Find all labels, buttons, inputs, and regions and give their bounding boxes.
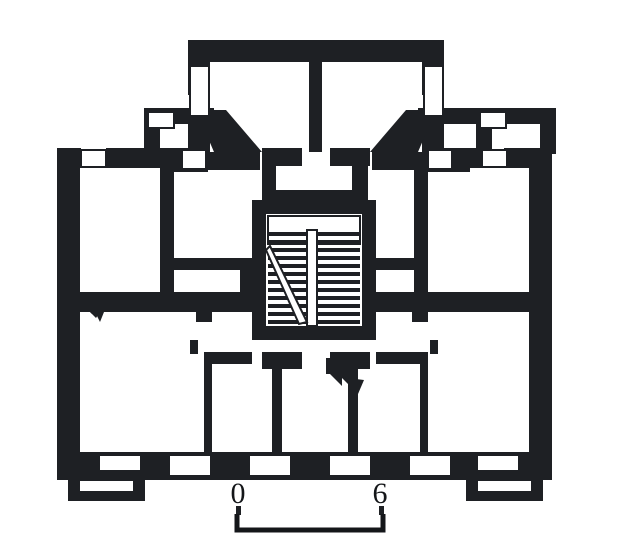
wall-lower-right-vertical [420,352,428,454]
wall-lower-left-vertical [204,352,212,454]
wall-left-room-divider [160,168,174,295]
wall-corridor-right-pier [412,292,428,322]
wall-lower-mid-right-vertical [348,352,358,454]
wall-lower-right-stub [376,352,424,364]
wall-main-top-left-b [106,148,162,168]
scale-tick-start [236,506,241,515]
central-staircase [264,214,362,327]
window-bottom-4 [330,456,370,475]
window-top-left [189,65,210,117]
wall-stair-bottom [252,326,376,340]
wall-right-room-stub [358,258,426,270]
scale-bar: 0 6 [231,477,388,533]
wall-right-room-divider [414,168,428,295]
wall-main-top-right-b [470,148,482,168]
window-left-wing [147,111,175,129]
scale-start-label: 0 [231,477,246,510]
wall-upper-central-spine [309,57,322,152]
window-left-room-2 [181,149,207,170]
projecting-bay-right [466,470,543,501]
stair-central-rail [306,229,318,327]
window-right-room-2 [481,149,508,168]
detail-vest-left [262,166,276,194]
wall-bay-left-bottom [68,491,145,501]
wall-left-room-return [240,258,252,296]
wall-corridor-left-pier [196,292,212,322]
window-top-right [423,65,444,117]
scale-tick-end [379,506,384,515]
scale-end-label: 6 [373,477,388,510]
lower-partition-walls [204,352,428,454]
outer-perimeter-walls [57,148,552,480]
wall-left-exterior [57,148,80,480]
wall-main-top-right-d [372,152,428,170]
wall-top-exterior [188,40,444,62]
scale-bracket [234,514,386,533]
window-right-wing [479,111,507,129]
wall-bay-right-bottom [466,491,543,501]
detail-stub-a [190,340,198,354]
wall-left-chamfer [196,110,262,152]
wall-lower-left-stub [204,352,252,364]
wall-main-top-left-d [204,152,260,170]
wall-bay-left-top [68,470,145,481]
window-left-room-1 [80,149,107,168]
wall-stair-top [252,200,376,214]
interior-detail-lines [190,166,438,354]
wall-bay-right-top [466,470,543,481]
wall-vestibule-right-top [330,148,370,166]
central-corridor-wall [57,292,552,322]
detail-stub-b [430,340,438,354]
window-right-room-1 [427,149,453,170]
wall-corridor-right [370,292,552,312]
window-openings-upper [80,65,508,170]
wall-right-exterior [529,148,552,480]
wall-right-chamfer [370,110,436,152]
wall-lower-mid-left-vertical [272,352,282,454]
stair-break-line [264,244,309,326]
window-bottom-5 [410,456,450,475]
detail-vest-right [352,166,366,194]
projecting-bay-left [68,470,145,501]
window-bottom-2 [170,456,210,475]
door-swing-center [326,358,364,400]
window-bottom-3 [250,456,290,475]
door-swing-left [82,300,104,322]
wall-left-room-stub [174,258,242,270]
wall-right-wing-outer-side [540,108,556,154]
wall-vestibule-left-top [262,148,302,166]
